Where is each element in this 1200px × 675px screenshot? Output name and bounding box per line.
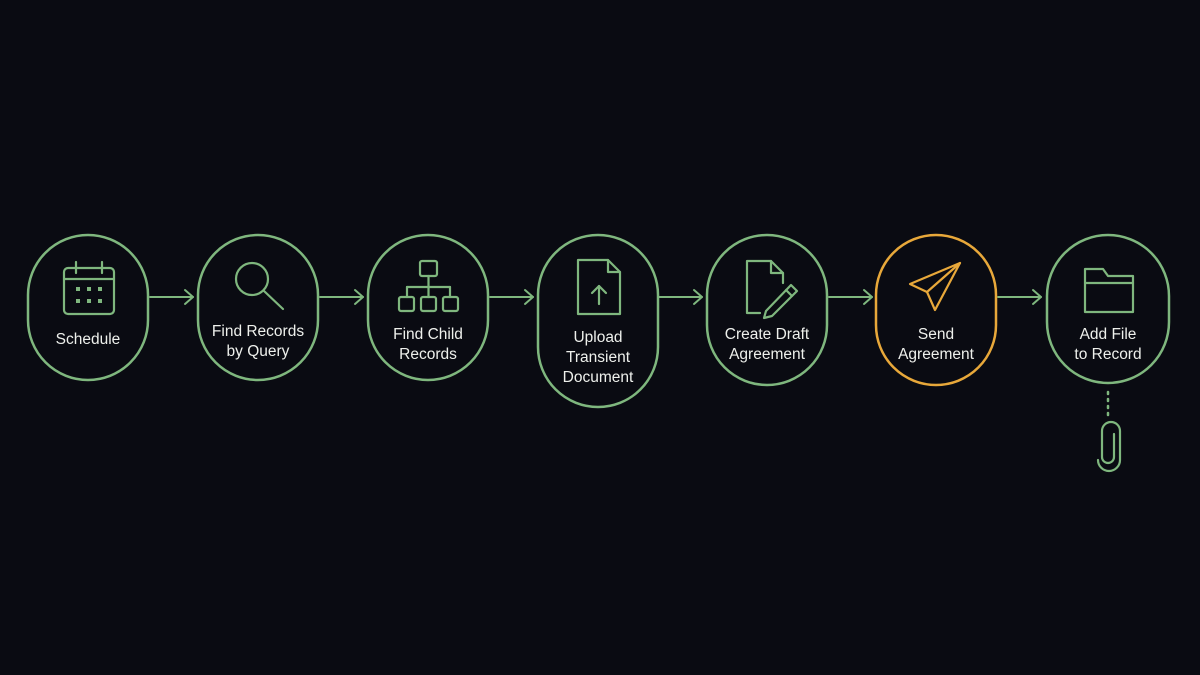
step-node-7[interactable] — [1045, 233, 1171, 385]
folder-icon — [1083, 267, 1135, 314]
step-label-7: Add File to Record — [1074, 326, 1142, 363]
step-label-5: Create Draft Agreement — [724, 326, 810, 363]
paper-plane-icon — [908, 261, 962, 312]
calendar-icon — [62, 260, 116, 316]
arrow-3-4 — [489, 289, 534, 305]
step-node-6[interactable] — [874, 233, 998, 387]
arrow-1-2 — [149, 289, 194, 305]
step-label-6: Send Agreement — [898, 326, 974, 363]
step-label-2: Find Records by Query — [211, 323, 305, 360]
step-node-3[interactable] — [366, 233, 490, 382]
hierarchy-icon — [397, 259, 460, 313]
arrow-6-7 — [997, 289, 1042, 305]
step-label-4: Upload Transient Document — [562, 329, 634, 386]
search-icon — [234, 261, 285, 311]
step-label-1: Schedule — [55, 331, 121, 348]
arrow-4-5 — [658, 289, 703, 305]
step-node-4[interactable] — [536, 233, 660, 409]
step-label-3: Find Child Records — [393, 326, 463, 363]
upload-document-icon — [576, 258, 622, 316]
step-node-1[interactable] — [26, 233, 150, 382]
edit-document-icon — [745, 259, 799, 320]
paperclip-icon — [1096, 420, 1122, 473]
step-node-5[interactable] — [705, 233, 829, 387]
arrow-2-3 — [319, 289, 364, 305]
arrow-5-6 — [828, 289, 873, 305]
step-node-2[interactable] — [196, 233, 320, 382]
